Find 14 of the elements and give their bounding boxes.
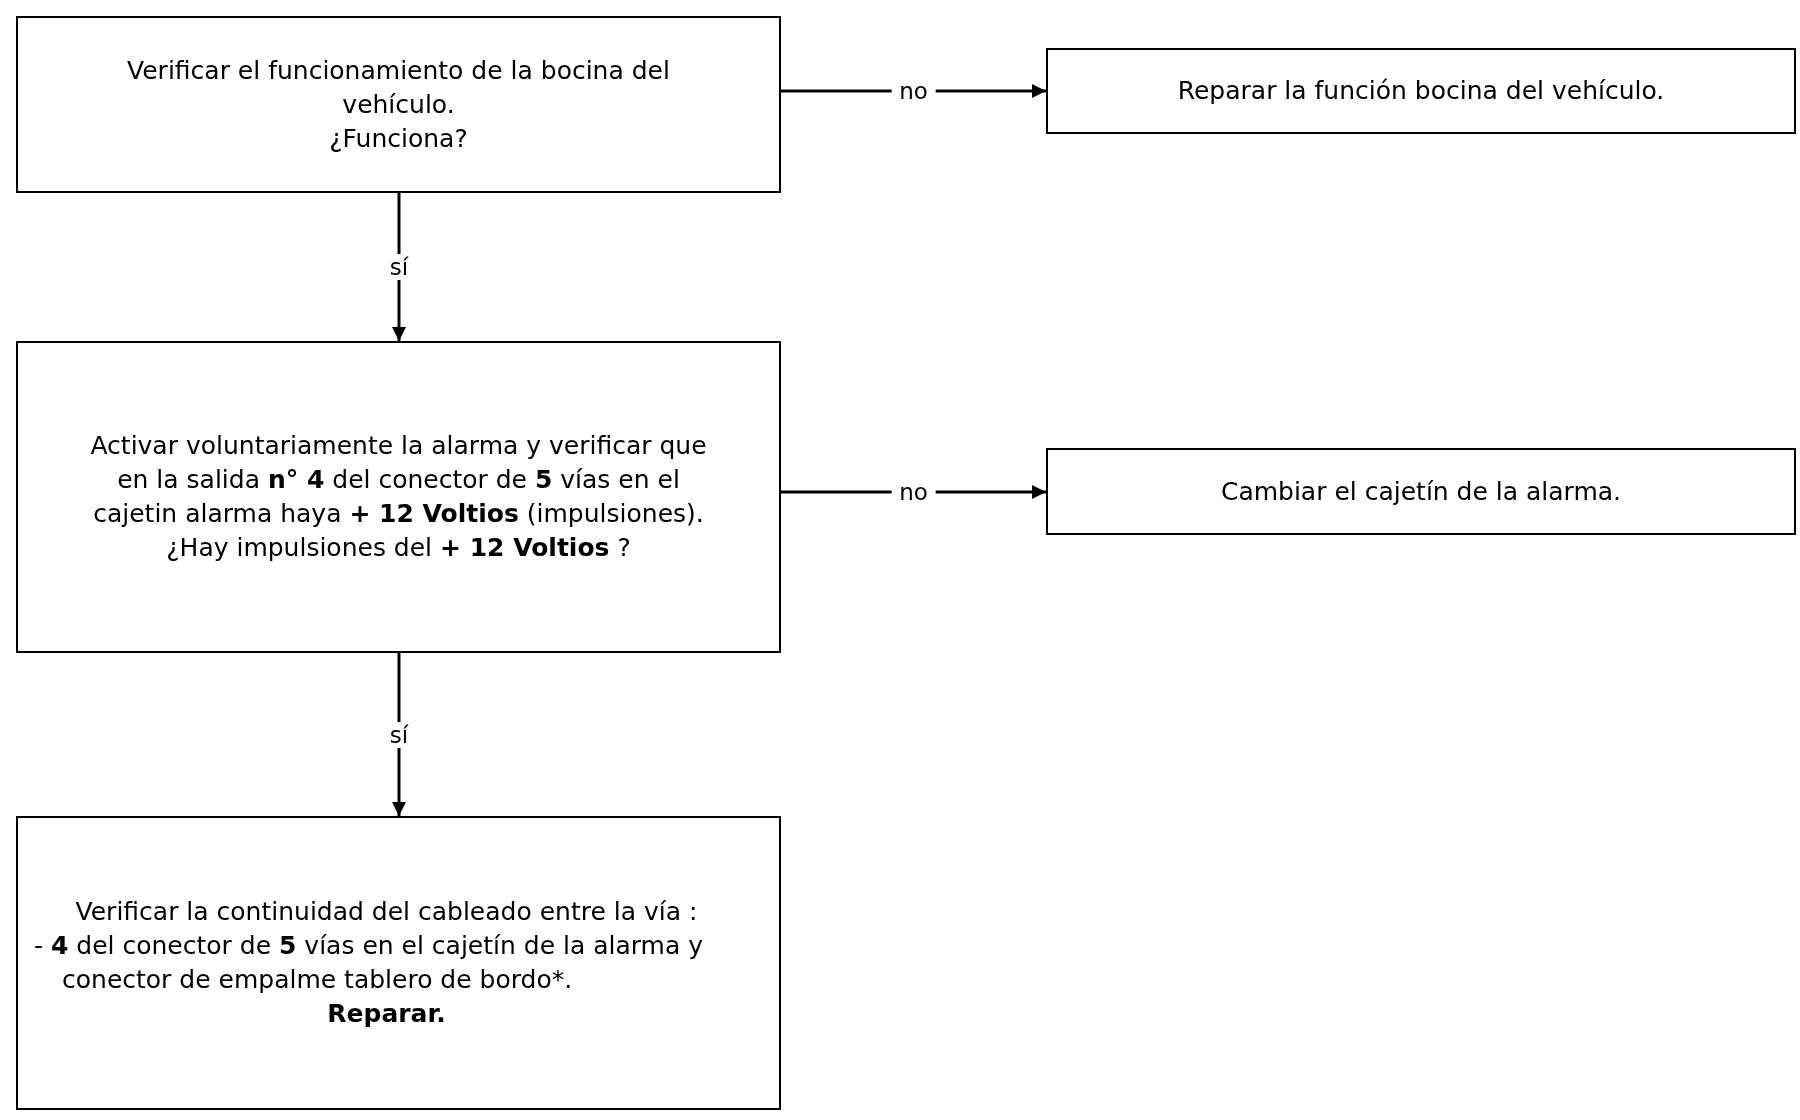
box-text: Cambiar el cajetín de la alarma. <box>1219 475 1623 508</box>
process-box <box>16 816 781 1110</box>
box-text: Verificar el funcionamiento de la bocina del vehículo. <box>126 54 671 121</box>
box-text: ¿Funciona? <box>328 122 469 155</box>
process-box <box>1046 48 1796 134</box>
box-text: ¿Hay impulsiones del + 12 Voltios ? <box>165 532 632 564</box>
box-text: Activar voluntariamente la alarma y verificar que en la salida n° 4 del conector de 5 vías en el cajetin alarma haya + 12 Voltios (impulsiones). <box>89 430 708 530</box>
process-box <box>16 16 781 193</box>
process-box <box>16 341 781 653</box>
box-text: - 4 del conector de 5 vías en el cajetín de la alarma y conector de empalme tablero de bordo*. <box>34 930 704 996</box>
box-text: Verificar la continuidad del cableado entre la vía : <box>74 896 699 928</box>
process-box <box>1046 448 1796 535</box>
box-text: Reparar la función bocina del vehículo. <box>1176 75 1666 107</box>
box-text: Reparar. <box>326 998 447 1030</box>
